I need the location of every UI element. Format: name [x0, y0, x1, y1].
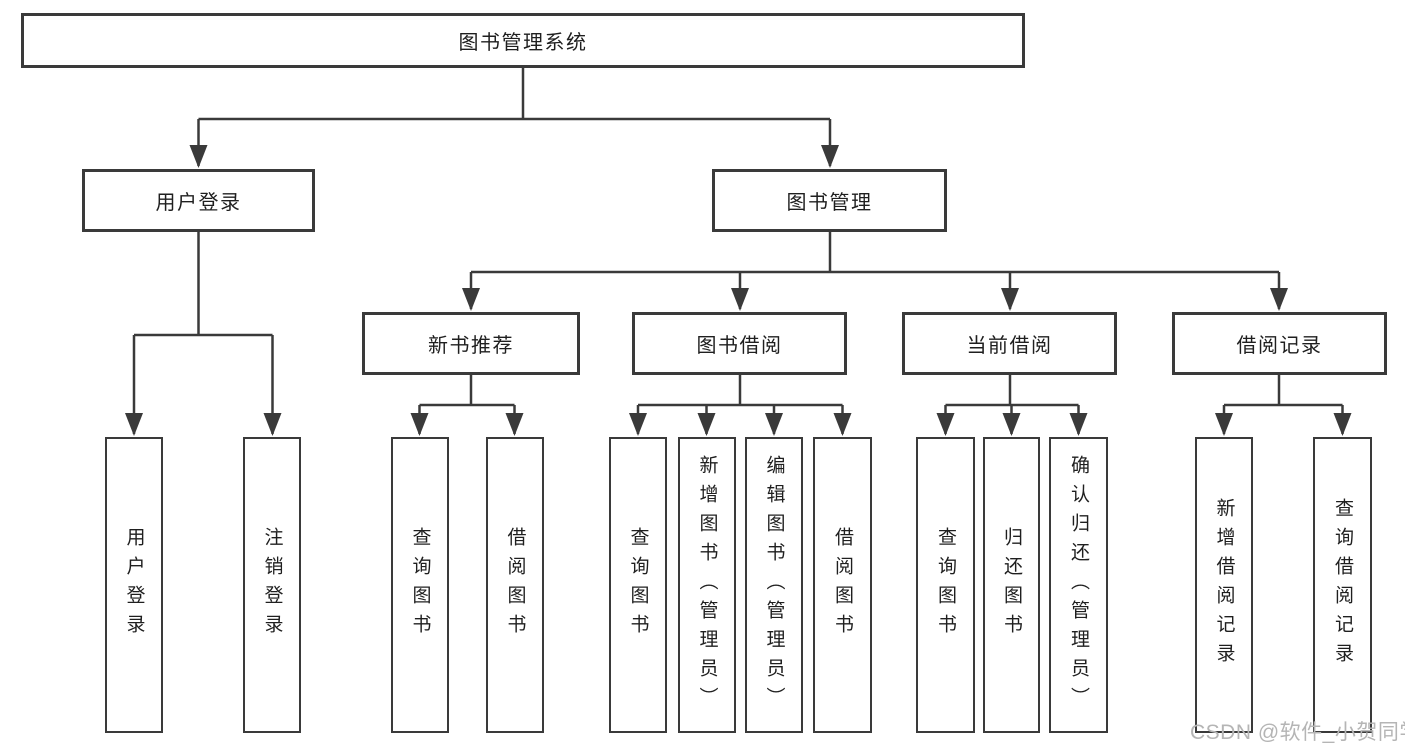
node-label: 当前借阅	[966, 335, 1053, 357]
leaf-label: 确认归还（管理员）	[1068, 454, 1089, 716]
watermark: CSDN @软件_小贺同学	[1190, 721, 1405, 744]
leaf-query-books-1: 查询图书	[391, 437, 449, 733]
leaf-label: 借阅图书	[832, 527, 853, 643]
node-label: 新书推荐	[428, 335, 514, 357]
leaf-label: 新增借阅记录	[1213, 498, 1235, 672]
leaf-add-book-admin: 新增图书（管理员）	[678, 437, 736, 733]
leaf-add-borrow-record: 新增借阅记录	[1195, 437, 1253, 733]
leaf-label: 查询图书	[935, 527, 956, 643]
leaf-query-books-3: 查询图书	[916, 437, 975, 733]
leaf-edit-book-admin: 编辑图书（管理员）	[745, 437, 803, 733]
leaf-query-borrow-record: 查询借阅记录	[1313, 437, 1372, 733]
leaf-user-login: 用户登录	[105, 437, 163, 733]
leaf-borrow-books-2: 借阅图书	[813, 437, 872, 733]
leaf-label: 归还图书	[1001, 527, 1022, 643]
leaf-label: 查询图书	[409, 527, 431, 643]
leaf-label: 查询图书	[627, 527, 649, 643]
leaf-confirm-return-admin: 确认归还（管理员）	[1049, 437, 1108, 733]
leaf-borrow-books-1: 借阅图书	[486, 437, 544, 733]
node-label: 图书管理系统	[458, 32, 588, 54]
leaf-label: 新增图书（管理员）	[696, 454, 718, 716]
arrowheads	[125, 145, 1352, 436]
leaf-label: 借阅图书	[504, 527, 526, 643]
leaf-query-books-2: 查询图书	[609, 437, 667, 733]
node-label: 用户登录	[155, 192, 242, 214]
leaf-logout: 注销登录	[243, 437, 301, 733]
leaf-label: 注销登录	[261, 527, 283, 643]
node-library-management-system: 图书管理系统	[21, 13, 1025, 68]
node-book-management: 图书管理	[712, 169, 947, 232]
node-label: 图书借阅	[696, 335, 783, 357]
node-new-book-recommendation: 新书推荐	[362, 312, 580, 375]
leaf-label: 用户登录	[123, 527, 145, 643]
node-label: 图书管理	[786, 192, 873, 214]
node-label: 借阅记录	[1236, 335, 1323, 357]
leaf-label: 编辑图书（管理员）	[763, 454, 785, 716]
leaf-return-books: 归还图书	[983, 437, 1040, 733]
node-book-borrowing: 图书借阅	[632, 312, 847, 375]
node-current-borrowing: 当前借阅	[902, 312, 1117, 375]
node-user-login: 用户登录	[82, 169, 315, 232]
leaf-label: 查询借阅记录	[1332, 498, 1353, 672]
node-borrowing-records: 借阅记录	[1172, 312, 1387, 375]
